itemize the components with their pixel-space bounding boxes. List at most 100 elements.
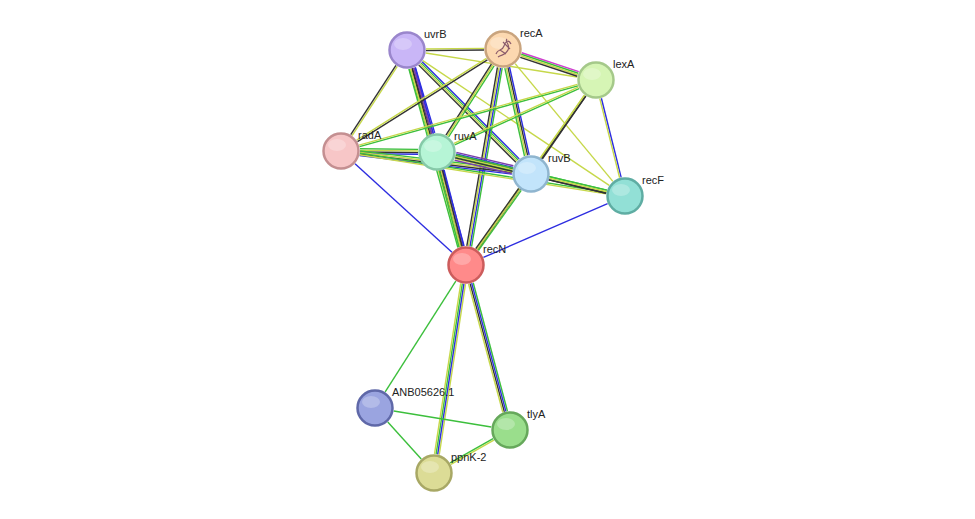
- node-label: recA: [520, 27, 543, 40]
- evidence-strand: [439, 284, 465, 454]
- protein-node: lexA: [577, 61, 615, 99]
- evidence-strand: [360, 148, 418, 150]
- node-fill: [449, 248, 484, 283]
- evidence-strand: [520, 57, 577, 76]
- node-circle: [388, 31, 426, 69]
- evidence-strand: [478, 96, 586, 250]
- node-fill: [493, 413, 528, 448]
- evidence-strand: [472, 283, 506, 411]
- interaction-edge: [355, 164, 452, 252]
- structure-image: [496, 39, 511, 57]
- node-fill: [324, 134, 359, 169]
- interaction-edge: [426, 48, 484, 50]
- evidence-strand: [483, 204, 607, 258]
- evidence-strand: [470, 284, 504, 412]
- evidence-strand: [600, 99, 620, 178]
- interaction-edge: [549, 177, 607, 193]
- node-highlight: [453, 253, 471, 265]
- evidence-strand: [476, 189, 519, 249]
- node-fill: [486, 32, 521, 67]
- node-highlight: [362, 396, 380, 408]
- evidence-strand: [355, 164, 452, 252]
- evidence-strand: [455, 157, 512, 170]
- node-circle: [606, 177, 644, 215]
- node-fill: [390, 33, 425, 68]
- node-label: ruvA: [454, 130, 477, 143]
- node-label: lexA: [613, 58, 634, 71]
- evidence-strand: [443, 170, 463, 246]
- interaction-edge: [454, 87, 579, 145]
- node-circle: [577, 61, 615, 99]
- interaction-edge: [450, 439, 494, 465]
- node-fill: [420, 135, 455, 170]
- evidence-strand: [421, 63, 518, 160]
- interaction-edge: [476, 189, 522, 251]
- evidence-strand: [601, 98, 621, 177]
- node-fill: [608, 179, 643, 214]
- node-circle: [447, 246, 485, 284]
- evidence-strand: [522, 53, 579, 72]
- protein-node: ruvB: [512, 155, 550, 193]
- protein-node: recN: [447, 246, 485, 284]
- interaction-edge: [435, 283, 466, 454]
- evidence-strand: [436, 284, 462, 454]
- interaction-edge: [385, 281, 456, 392]
- evidence-strand: [414, 68, 463, 246]
- node-label: radA: [358, 129, 381, 142]
- node-circle: [322, 132, 360, 170]
- node-highlight: [518, 162, 536, 174]
- interaction-edge: [419, 62, 520, 163]
- evidence-strand: [360, 86, 578, 147]
- evidence-strand: [351, 65, 396, 134]
- node-highlight: [612, 184, 630, 196]
- interaction-edge: [388, 422, 421, 459]
- evidence-strand: [439, 171, 459, 247]
- node-highlight: [497, 418, 515, 430]
- node-circle: [484, 30, 522, 68]
- evidence-strand: [435, 283, 461, 453]
- node-label: ANB05626.1: [392, 386, 454, 399]
- protein-node: ANB05626.1: [356, 389, 394, 427]
- evidence-strand: [426, 49, 484, 51]
- evidence-strand: [441, 171, 461, 247]
- node-circle: [512, 155, 550, 193]
- evidence-strand: [394, 411, 492, 427]
- interaction-edge: [351, 65, 398, 135]
- evidence-strand: [455, 89, 579, 145]
- node-label: recF: [642, 174, 664, 187]
- node-label: tlyA: [527, 408, 545, 421]
- protein-node: ruvA: [418, 133, 456, 171]
- node-label: recN: [483, 243, 506, 256]
- node-fill: [579, 63, 614, 98]
- interaction-edge: [600, 98, 621, 178]
- evidence-strand: [447, 65, 493, 136]
- evidence-strand: [478, 190, 521, 250]
- node-highlight: [328, 139, 346, 151]
- evidence-strand: [550, 177, 607, 190]
- protein-node: radA: [322, 132, 360, 170]
- interaction-edge: [439, 170, 463, 247]
- evidence-strand: [521, 54, 578, 73]
- node-label: ruvB: [548, 152, 571, 165]
- interaction-edge: [476, 95, 585, 250]
- node-circle: [418, 133, 456, 171]
- interaction-edge: [469, 283, 508, 413]
- evidence-strand: [451, 440, 494, 464]
- evidence-strand: [388, 422, 421, 459]
- interaction-edge: [394, 411, 492, 427]
- node-label: uvrB: [424, 28, 447, 41]
- evidence-strand: [412, 68, 461, 246]
- node-fill: [514, 157, 549, 192]
- evidence-strand: [505, 68, 525, 156]
- evidence-strand: [426, 48, 484, 50]
- evidence-strand: [521, 56, 578, 75]
- node-circle: [491, 411, 529, 449]
- protein-node: uvrB: [388, 31, 426, 69]
- evidence-strand: [438, 284, 464, 454]
- protein-node: ppnK-2: [415, 454, 453, 492]
- evidence-strand: [385, 281, 456, 392]
- node-highlight: [421, 461, 439, 473]
- evidence-strand: [420, 64, 517, 161]
